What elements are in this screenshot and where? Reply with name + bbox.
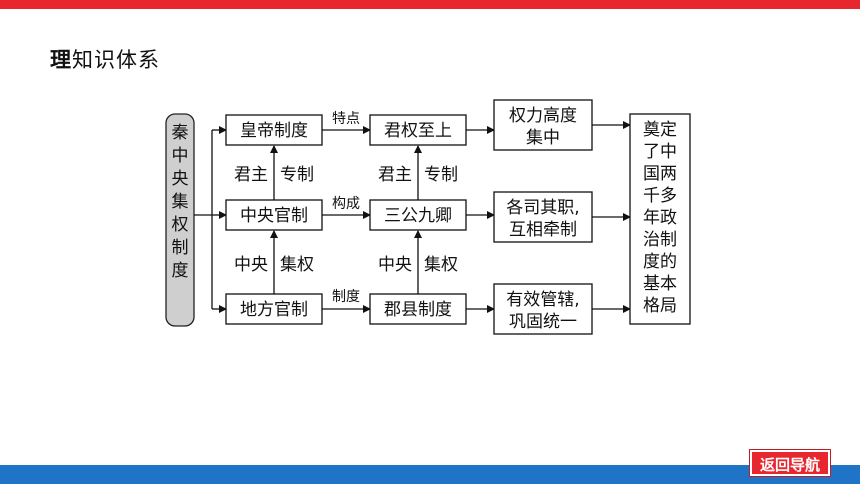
col3-bot-line2: 巩固统一	[509, 312, 577, 332]
result-line: 治制	[643, 230, 677, 250]
col1-link-label: 专制	[280, 165, 314, 185]
col3-bot-box	[493, 283, 593, 335]
root-char: 权	[172, 215, 189, 235]
col1-mid-text: 中央官制	[240, 206, 308, 226]
result-line: 奠定	[643, 120, 677, 140]
col3-top-line2: 集中	[526, 128, 560, 148]
col3-bot-line1: 有效管辖,	[506, 290, 579, 310]
root-char: 度	[172, 261, 189, 281]
heading-rest: 知识体系	[72, 48, 160, 72]
col3-top-line1: 权力高度	[509, 106, 577, 126]
edge-mid-label: 构成	[332, 196, 360, 212]
section-heading: 理知识体系	[50, 44, 160, 74]
result-line: 千多	[643, 186, 677, 206]
col3-mid-line1: 各司其职,	[506, 198, 579, 218]
col2-top-box	[369, 114, 467, 146]
result-line: 年政	[643, 208, 677, 228]
result-line: 度的	[643, 252, 677, 272]
root-box	[165, 113, 195, 327]
root-char: 秦	[172, 123, 189, 143]
top-accent-bar	[0, 0, 860, 9]
col2-link-label: 君主	[378, 165, 412, 185]
col3-top-box	[493, 99, 593, 151]
result-line: 国两	[643, 164, 677, 184]
result-line: 基本	[643, 274, 677, 294]
root-char: 集	[172, 192, 189, 212]
col2-bot-text: 郡县制度	[384, 300, 452, 320]
heading-lead-char: 理	[50, 48, 72, 72]
col3-mid-line2: 互相牵制	[509, 220, 577, 240]
back-to-navigation-button[interactable]: 返回导航	[750, 450, 830, 476]
col1-bot-text: 地方官制	[240, 300, 308, 320]
col2-link-label: 中央	[378, 255, 412, 275]
col2-link-label: 专制	[424, 165, 458, 185]
col1-link-label: 中央	[234, 255, 268, 275]
col2-bot-box	[369, 293, 467, 325]
edge-bot-label: 制度	[332, 289, 360, 305]
root-char: 中	[172, 146, 189, 166]
edge-top-label: 特点	[332, 111, 360, 127]
root-char: 央	[172, 169, 189, 189]
col1-top-text: 皇帝制度	[240, 121, 308, 141]
col2-link-label: 集权	[424, 255, 458, 275]
result-line: 了中	[643, 142, 677, 162]
bottom-accent-bar	[0, 465, 860, 484]
result-box	[629, 113, 691, 325]
result-line: 格局	[643, 296, 677, 316]
col1-link-label: 君主	[234, 165, 268, 185]
col3-mid-box	[493, 191, 593, 243]
col1-bot-box	[225, 293, 323, 325]
root-char: 制	[172, 238, 189, 258]
col2-mid-text: 三公九卿	[384, 206, 452, 226]
col1-link-label: 集权	[280, 255, 314, 275]
col2-top-text: 君权至上	[384, 121, 452, 141]
